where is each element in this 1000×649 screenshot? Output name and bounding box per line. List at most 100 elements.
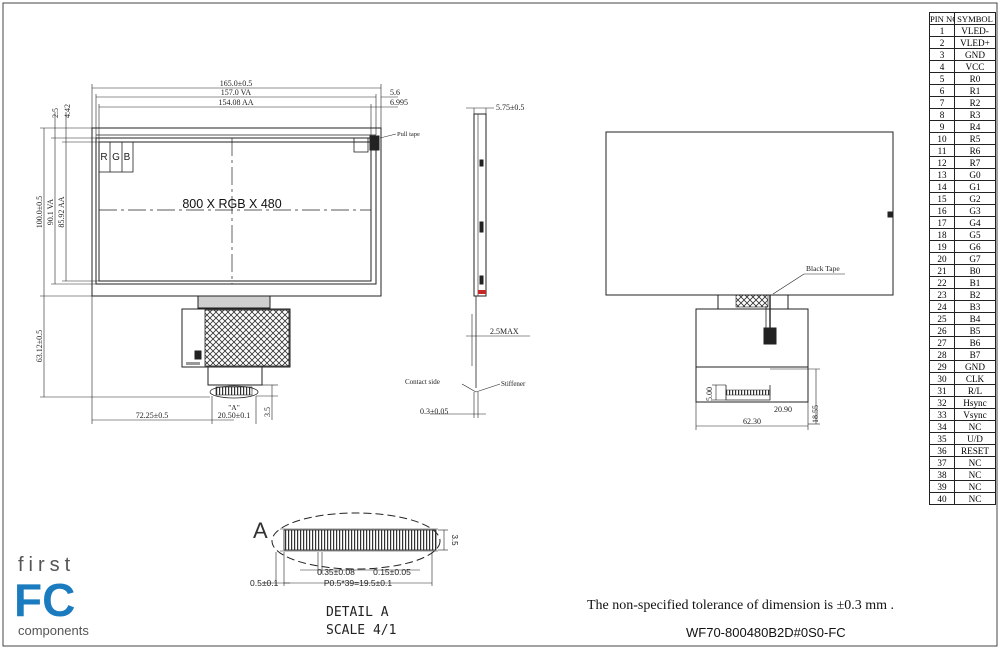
dim-left-2-5: 2.5: [51, 108, 60, 118]
pin-number-cell: 22: [929, 276, 955, 289]
pin-symbol-cell: NC: [954, 420, 996, 433]
dim-pitch-b: 0.15±0.05: [373, 567, 411, 577]
fpc-bond: [197, 295, 271, 309]
pin-no-header: PIN NO.: [929, 12, 955, 25]
pin-table-header: PIN NO. SYMBOL: [929, 12, 996, 25]
rgb-b: B: [124, 152, 131, 163]
pin-number-cell: 12: [929, 156, 955, 169]
rgb-cells: [98, 141, 134, 173]
pin-number-cell: 15: [929, 192, 955, 205]
detail-a-ellipse: [209, 385, 259, 399]
pin-symbol-cell: B3: [954, 300, 996, 313]
dim-fpc-width: 20.50±0.1: [218, 411, 250, 420]
pull-tape: [369, 135, 380, 151]
rgb-g: G: [112, 152, 120, 163]
pin-symbol-cell: R0: [954, 72, 996, 85]
dim-20-90: 20.90: [774, 405, 792, 414]
rgb-r: R: [100, 152, 107, 163]
symbol-header: SYMBOL: [954, 12, 996, 25]
dim-pitch-a: 0.35±0.08: [317, 567, 355, 577]
pin-symbol-cell: NC: [954, 456, 996, 469]
dim-height-va: 90.1 VA: [46, 199, 55, 226]
pin-symbol-cell: B2: [954, 288, 996, 301]
logo-first: first: [18, 554, 75, 576]
pin-symbol-cell: R7: [954, 156, 996, 169]
pin-symbol-cell: GND: [954, 48, 996, 61]
pin-number-cell: 40: [929, 492, 955, 505]
pin-symbol-cell: Vsync: [954, 408, 996, 421]
pin-number-cell: 31: [929, 384, 955, 397]
tolerance-note: The non-specified tolerance of dimension…: [587, 598, 894, 613]
pin-number-cell: 13: [929, 168, 955, 181]
back-panel: [605, 131, 894, 296]
resolution-label: 800 X RGB X 480: [182, 197, 281, 211]
dim-left-4-42: 4.42: [63, 104, 72, 118]
lcd-va: [95, 137, 377, 285]
pin-symbol-cell: R1: [954, 84, 996, 97]
pin-symbol-cell: B1: [954, 276, 996, 289]
pin-symbol-cell: B5: [954, 324, 996, 337]
pull-tape-box: [353, 137, 369, 153]
pin-symbol-cell: GND: [954, 360, 996, 373]
pin-number-cell: 24: [929, 300, 955, 313]
dim-5-00: 5.00: [705, 387, 714, 401]
detail-a-letter: A: [253, 518, 268, 543]
pin-number-cell: 3: [929, 48, 955, 61]
pin-symbol-cell: Hsync: [954, 396, 996, 409]
pin-symbol-cell: VLED-: [954, 24, 996, 37]
stiffener-label: Stiffener: [501, 380, 526, 388]
pin-number-cell: 18: [929, 228, 955, 241]
pin-symbol-cell: CLK: [954, 372, 996, 385]
dim-fpc-length: 63.12±0.5: [35, 330, 44, 362]
pin-symbol-cell: U/D: [954, 432, 996, 445]
pin-symbol-cell: NC: [954, 468, 996, 481]
pin-number-cell: 21: [929, 264, 955, 277]
detail-a-text: A 0.35±0.08 0.15±0.05 0.5±0.1 P0.5*39=19…: [250, 518, 459, 638]
pin-symbol-cell: R/L: [954, 384, 996, 397]
pin-number-cell: 5: [929, 72, 955, 85]
dim-height-100: 100.0±0.5: [35, 196, 44, 228]
pin-symbol-cell: G0: [954, 168, 996, 181]
pin-symbol-cell: G3: [954, 204, 996, 217]
logo-components: components: [18, 623, 89, 638]
pin-number-cell: 9: [929, 120, 955, 133]
pin-assignment-table: PIN NO. SYMBOL 1VLED-2VLED+3GND4VCC5R06R…: [929, 12, 996, 505]
dim-aa-width: 154.08 AA: [218, 98, 253, 107]
pin-number-cell: 25: [929, 312, 955, 325]
pin-number-cell: 33: [929, 408, 955, 421]
pin-symbol-cell: NC: [954, 480, 996, 493]
black-tape: [763, 327, 777, 345]
pin-symbol-cell: NC: [954, 492, 996, 505]
detail-a-outline: [271, 512, 441, 570]
pin-symbol-cell: B4: [954, 312, 996, 325]
pin-symbol-cell: B6: [954, 336, 996, 349]
detail-scale: SCALE 4/1: [326, 623, 396, 638]
pin-number-cell: 8: [929, 108, 955, 121]
back-view: [605, 131, 894, 430]
dim-height-aa: 85.92 AA: [57, 196, 66, 227]
dim-62-30: 62.30: [743, 417, 761, 426]
pin-symbol-cell: B7: [954, 348, 996, 361]
